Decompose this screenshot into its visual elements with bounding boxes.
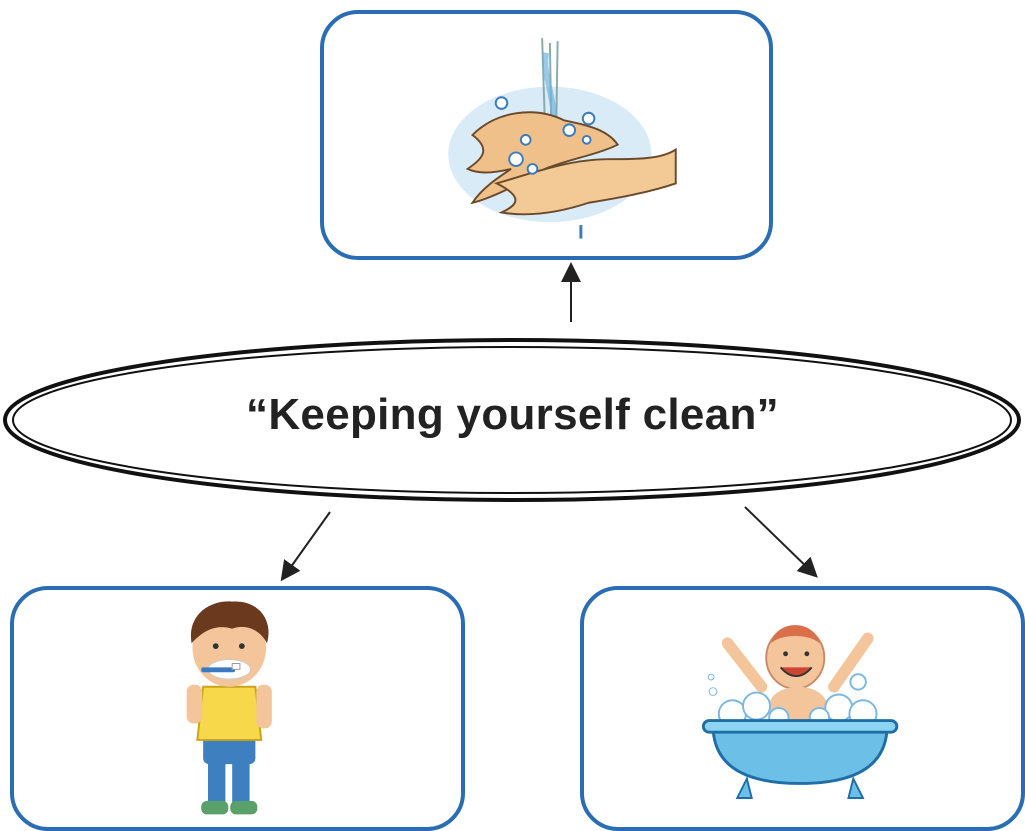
child-bathing-icon [584, 590, 1021, 827]
boy-brushing-teeth-icon [14, 590, 461, 827]
teeth-brushing-box [10, 586, 465, 831]
central-title: “Keeping yourself clean” [0, 390, 1025, 440]
hand-washing-box [320, 10, 773, 260]
bathing-box [580, 586, 1025, 831]
hand-washing-icon [324, 14, 769, 256]
arrow-to-teeth-brushing [283, 512, 330, 578]
arrow-to-bathing [745, 507, 815, 575]
